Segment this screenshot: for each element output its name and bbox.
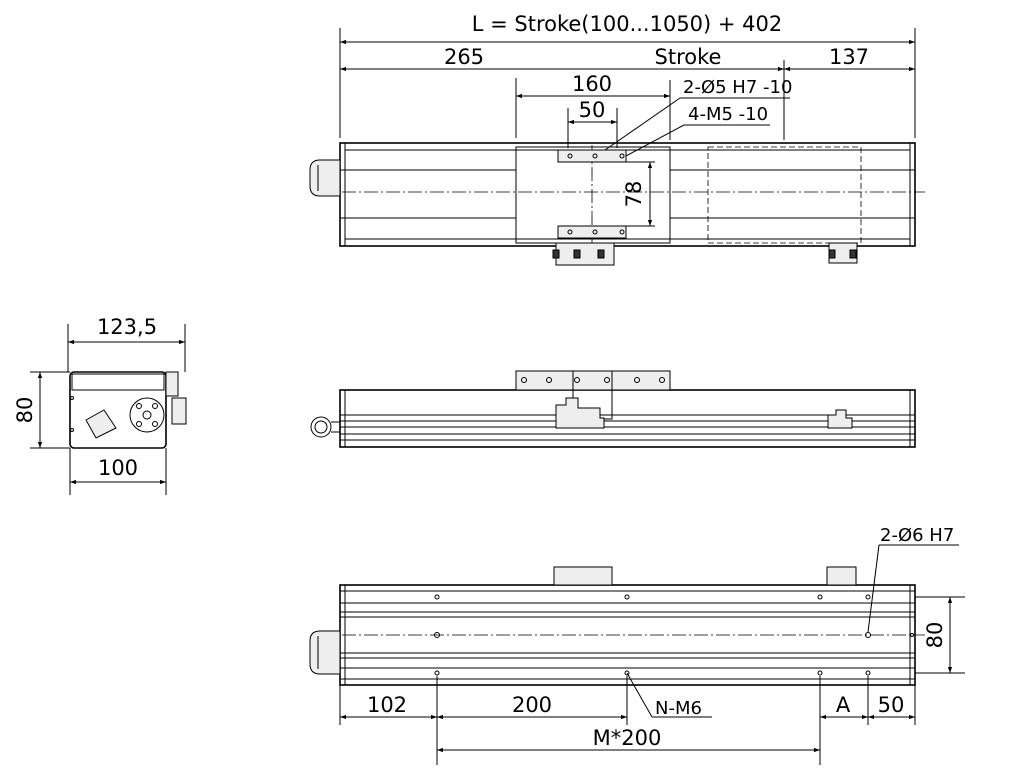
sensor-bottom-end [826, 566, 857, 586]
carriage-end-position [707, 146, 862, 244]
bottom-view: 2-Ø6 H7 80 102 200 A 50 N-M6 M*200 [309, 525, 965, 765]
sensor-block [555, 242, 615, 266]
air-fitting-front [310, 416, 332, 438]
start-offset-label: 102 [367, 693, 407, 717]
fitting-end [85, 409, 117, 439]
height-label: 80 [13, 397, 37, 424]
air-fitting-top [309, 159, 341, 197]
carriage-width-label: 78 [622, 181, 646, 208]
dowel-holes-label: 2-Ø5 H7 -10 [683, 77, 792, 98]
thread-label: N-M6 [655, 698, 702, 719]
bottom-dowel-holes-label: 2-Ø6 H7 [880, 525, 954, 546]
center-spacing-label: 50 [579, 98, 606, 122]
bottom-height-label: 80 [923, 622, 947, 649]
pitch-total-label: M*200 [593, 726, 662, 750]
width-label: 123,5 [97, 315, 157, 339]
a-label: A [836, 693, 851, 717]
left-length-label: 265 [444, 45, 484, 69]
end-cap-port [129, 397, 165, 433]
end-view: 123,5 80 100 [13, 315, 187, 495]
stroke-label: Stroke [655, 45, 722, 69]
end-offset-label: 50 [878, 693, 905, 717]
carriage-front [515, 370, 671, 391]
overall-length-label: L = Stroke(100...1050) + 402 [472, 12, 783, 36]
base-width-label: 100 [98, 456, 138, 480]
front-view [310, 370, 916, 448]
sensor-bottom [553, 566, 613, 586]
pitch-label: 200 [512, 693, 552, 717]
top-view: L = Stroke(100...1050) + 402 265 Stroke … [309, 12, 925, 266]
thread-holes-label: 4-M5 -10 [688, 104, 768, 125]
air-fitting-bottom [309, 630, 341, 675]
mounting-plate-bottom [557, 225, 627, 239]
sensor-front-end [827, 409, 853, 429]
sensor-front [555, 397, 605, 429]
sensor-end-view [171, 397, 187, 425]
mounting-plate-top [557, 149, 627, 163]
right-length-label: 137 [829, 45, 869, 69]
profile-end [69, 371, 167, 449]
hole-spacing-label: 160 [572, 72, 612, 96]
